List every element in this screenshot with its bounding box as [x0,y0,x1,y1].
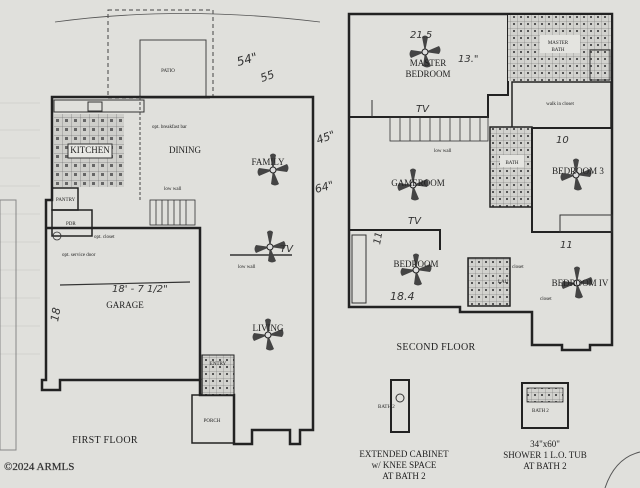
tub-caption-line2: SHOWER 1 L.O. TUB [503,450,587,460]
master-bedroom-label-line1: MASTER [410,58,447,68]
porch-walls [191,394,235,444]
garage-hand-dimension: 18' - 7 1/2" [112,284,168,295]
opt-breakfast-bar-label: opt. breakfast bar [152,125,187,130]
laundry-tile-floor [467,257,511,307]
bath2-label-tub: BATH 2 [532,409,549,414]
dining-label: DINING [169,145,201,155]
bedroom-2-walls [348,229,441,307]
kitchen-island [67,143,113,159]
hand-note-55: 55 [259,68,277,85]
hand-note-10: 10 [556,135,569,146]
hall-closet-label: closet [512,265,524,270]
master-tub [589,49,611,81]
living-label: LIVING [253,323,284,333]
master-bedroom-label-line2: BEDROOM [405,69,450,79]
second-floor-exterior-walls [347,12,614,352]
bedroom-4-closet-label: closet [540,297,552,302]
bedroom-3-label: BEDROOM 3 [552,166,604,176]
first-floor-title: FIRST FLOOR [72,435,138,446]
master-bath-label-line1: MASTER [548,41,569,46]
kitchen-counter [53,99,145,113]
tub-detail: BATH 2 34"x60" SHOWER 1 L.O. TUB AT BATH… [503,382,587,471]
copyright-watermark: ©2024 ARMLS [4,461,74,473]
hand-note-54: 54" [235,50,259,69]
gameroom-tv-mark: TV [408,216,422,227]
porch-label: PORCH [204,419,221,424]
cabinet-caption-line2: w/ KNEE SPACE [372,460,437,470]
tub-caption-line3: AT BATH 2 [523,461,566,471]
opt-service-door-label: opt. service door [62,253,96,258]
first-floor-plan: PATIO KITCHEN opt. breakfast bar DINING … [40,9,321,446]
low-wall-label-1: low wall [164,187,182,192]
second-floor-stairs [389,116,489,142]
master-bath-label-bg [540,35,580,53]
low-wall-label-2: low wall [238,265,256,270]
bath-label: BATH [505,161,518,166]
garage-hand-depth: 18 [48,306,63,322]
opt-closet-label: opt. closet [94,235,115,240]
tub-caption-line1: 34"x60" [530,439,560,449]
second-floor-plan: MASTER BEDROOM 21.5 13." TV MASTER BATH … [347,12,614,353]
family-tv-mark: TV [280,244,294,255]
powder-label: PDR [66,222,76,227]
cabinet-caption-line3: AT BATH 2 [382,471,425,481]
entry-label: ENTRY [210,362,227,367]
corner-arc [604,451,640,488]
pantry-label: PANTRY [56,198,76,203]
bedroom-2-label: BEDROOM [393,259,438,269]
extended-cabinet-detail: BATH 2 EXTENDED CABINET w/ KNEE SPACE AT… [359,379,449,481]
kitchen-sink [87,101,103,112]
master-tv-mark: TV [416,104,430,115]
powder-room-walls [51,209,93,237]
patio-label: PATIO [161,69,175,74]
walk-in-closet-label: walk in closet [546,102,574,107]
kitchen-label: KITCHEN [70,145,110,155]
first-floor-stairs [149,199,196,226]
property-arc [54,13,321,23]
second-floor-title: SECOND FLOOR [397,342,476,353]
bedroom-2-closet [351,234,367,304]
hand-note-64: 64" [313,178,335,195]
bath2-label-cabinet: BATH 2 [378,405,395,410]
binder-margin-lines [0,102,40,355]
bedroom-4-label: BEDROOM IV [552,278,609,288]
garage-label: GARAGE [106,300,144,310]
bath-label-bg [500,155,524,167]
hand-note-11: 11 [560,240,573,251]
hand-note-184: 18.4 [390,290,415,303]
hand-note-21: 21.5 [410,30,432,41]
gameroom-label: GAMEROOM [391,178,445,188]
hand-note-13: 13." [458,54,479,65]
powder-toilet [52,231,62,241]
cabinet-caption-line1: EXTENDED CABINET [359,449,449,459]
garage-walls [46,226,202,380]
master-bath-label-line2: BATH [551,48,564,53]
hand-note-11b: 11 [372,231,385,245]
low-wall-label-3: low wall [434,149,452,154]
laundry-label: LAU [498,280,509,285]
margin-strip [0,199,17,451]
hand-note-45: 45" [315,128,337,147]
bedroom-3-closet [559,214,613,233]
entry-tile-floor [201,354,235,396]
garage-hand-line [59,281,191,286]
family-label: FAMILY [252,157,285,167]
